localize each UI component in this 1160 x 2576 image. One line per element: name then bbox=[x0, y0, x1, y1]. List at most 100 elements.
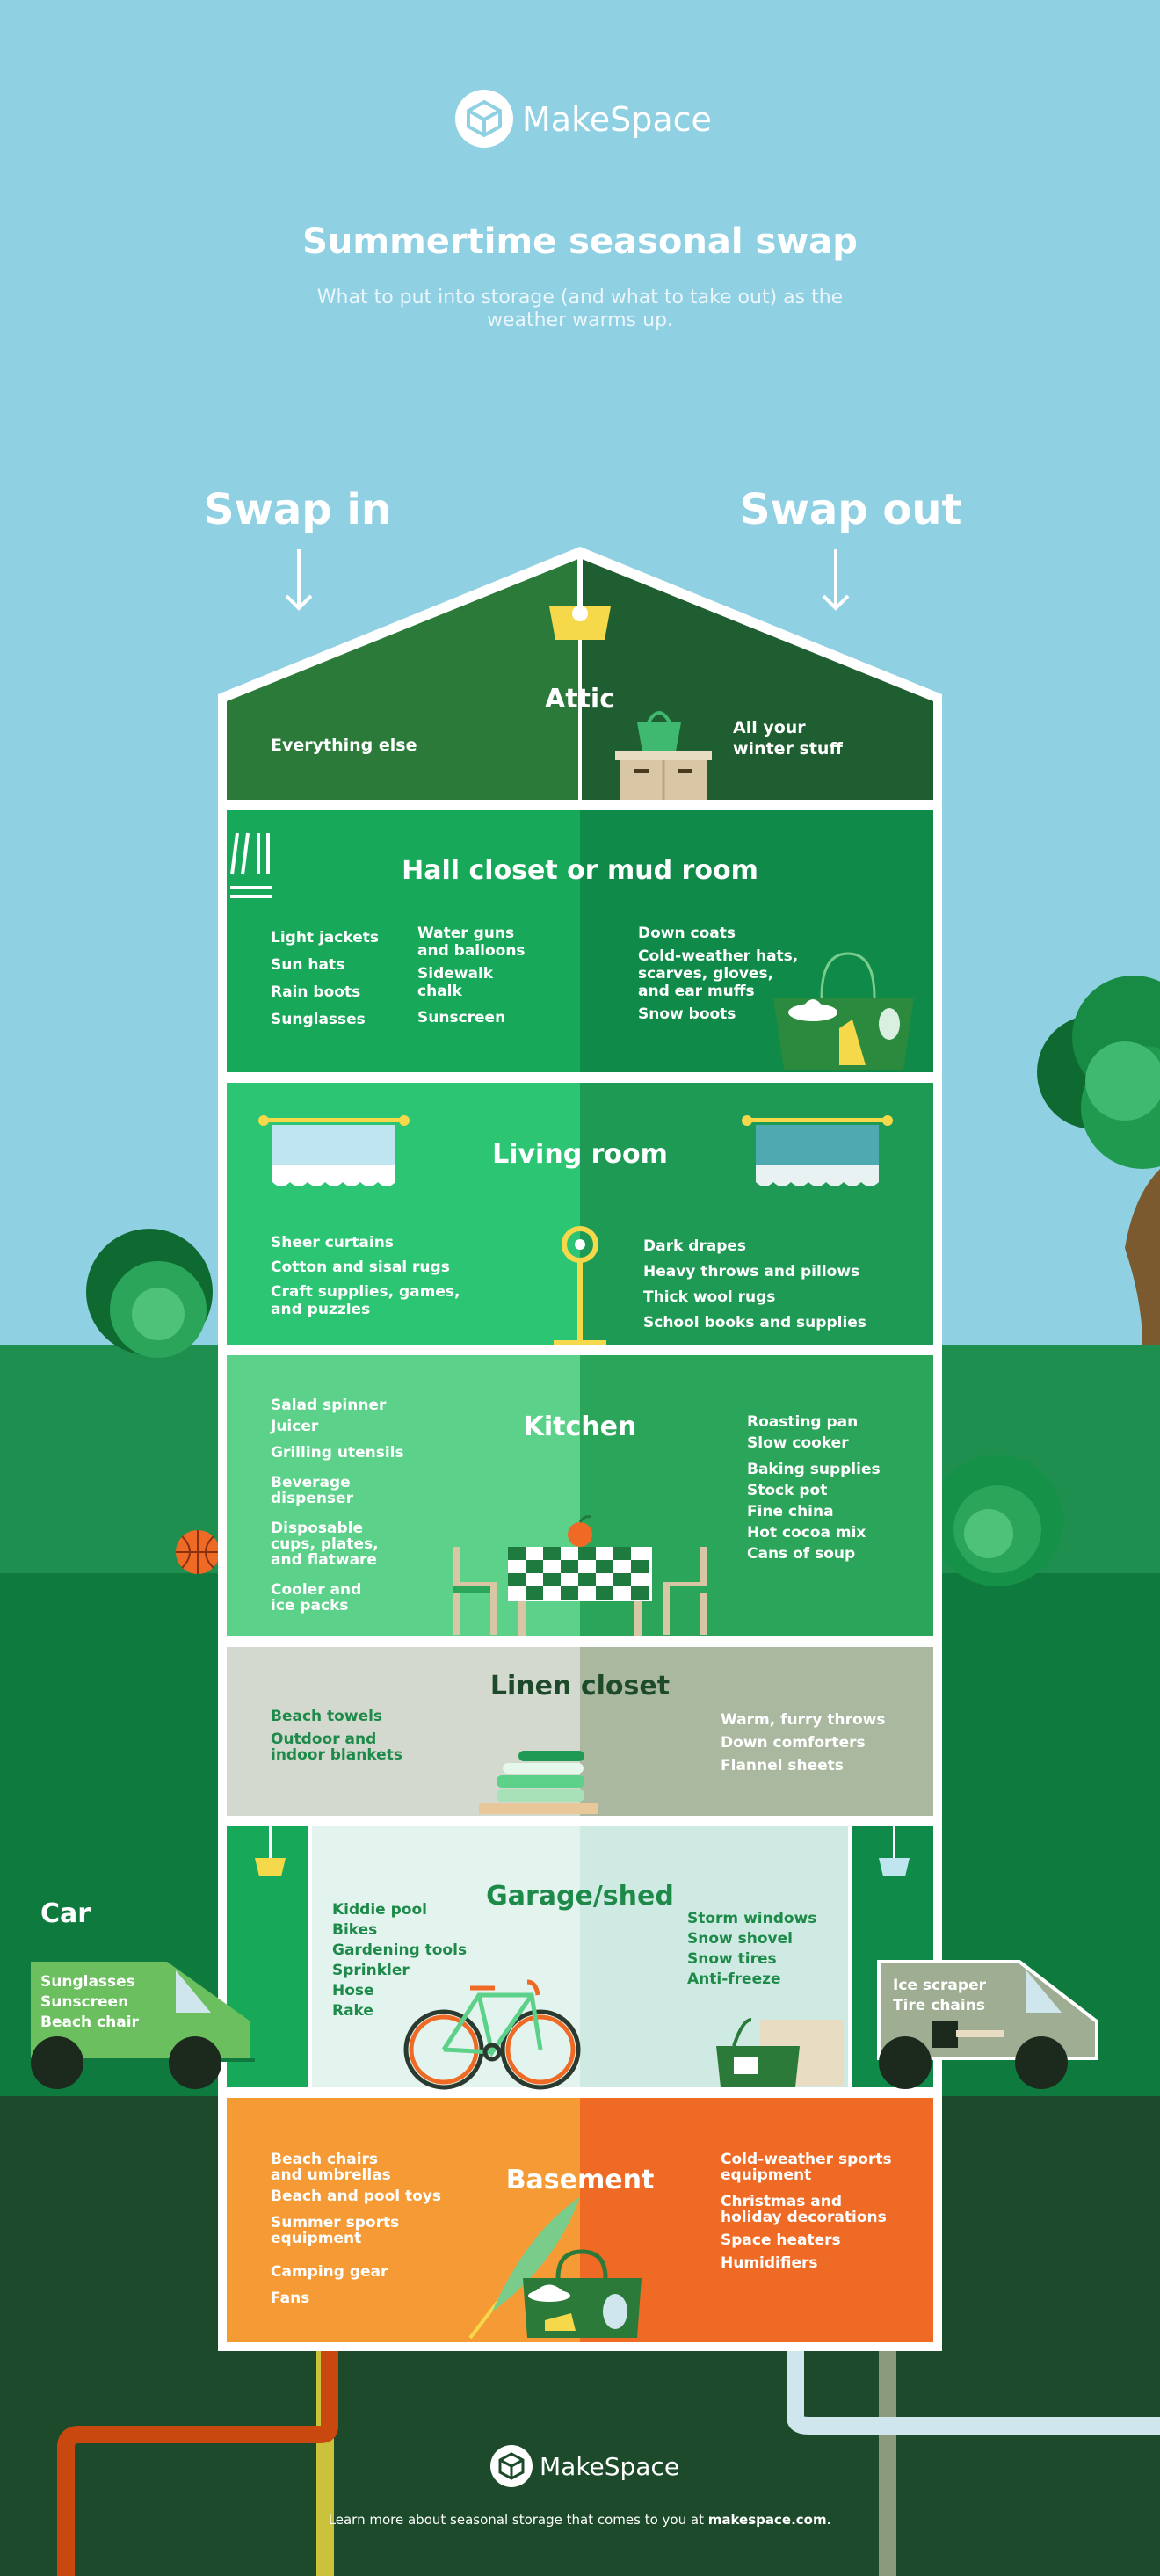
arrow-down-right-icon bbox=[822, 549, 850, 611]
list-item: Baking supplies bbox=[747, 1461, 881, 1478]
hall-swap-in-list-1: Light jackets Sun hats Rain boots Sungla… bbox=[271, 925, 379, 1034]
page-subtitle: What to put into storage (and what to ta… bbox=[316, 287, 844, 331]
list-item: Sunscreen bbox=[40, 1993, 129, 2011]
beach-bag-icon bbox=[468, 2197, 642, 2340]
list-item: Down comforters bbox=[721, 1734, 866, 1752]
room-title-garage: Garage/shed bbox=[486, 1881, 674, 1912]
dark-drape-icon bbox=[742, 1115, 893, 1186]
bicycle-icon bbox=[403, 1979, 581, 2090]
list-item: Salad spinner bbox=[271, 1397, 387, 1414]
list-item: Camping gear bbox=[271, 2263, 388, 2281]
list-item: and balloons bbox=[417, 942, 526, 960]
list-item: Space heaters bbox=[721, 2231, 841, 2249]
list-item: chalk bbox=[417, 983, 462, 1000]
floor-lamp-icon bbox=[554, 1226, 606, 1345]
folded-towels-icon bbox=[479, 1751, 598, 1814]
room-title-linen-closet: Linen closet bbox=[489, 1671, 671, 1702]
list-item: Sunscreen bbox=[417, 1009, 506, 1027]
list-item: Beverage bbox=[271, 1474, 351, 1491]
list-item: Rake bbox=[332, 2002, 373, 2020]
brand-header: MakeSpace bbox=[455, 90, 712, 151]
list-item: Snow shovel bbox=[687, 1930, 793, 1948]
car-heading: Car bbox=[40, 1898, 91, 1929]
list-item: Sprinkler bbox=[332, 1962, 410, 1979]
list-item: indoor blankets bbox=[271, 1746, 402, 1764]
pipes bbox=[57, 2347, 1160, 2576]
list-item: Humidifiers bbox=[721, 2254, 818, 2272]
list-item: Sun hats bbox=[271, 956, 345, 974]
hall-swap-out-list: Down coats Cold-weather hats, scarves, g… bbox=[638, 925, 798, 1023]
list-item: Juicer bbox=[271, 1418, 319, 1435]
list-item: Sheer curtains bbox=[271, 1234, 394, 1252]
list-item: Thick wool rugs bbox=[643, 1288, 776, 1306]
list-item: Ice scraper bbox=[893, 1977, 986, 1994]
list-item: Disposable bbox=[271, 1520, 364, 1537]
list-item: Anti-freeze bbox=[687, 1970, 781, 1988]
swap-out-heading: Swap out bbox=[740, 485, 962, 534]
list-item: Stock pot bbox=[747, 1482, 828, 1499]
bush-right-icon bbox=[932, 1455, 1063, 1586]
list-item: Outdoor and bbox=[271, 1731, 377, 1748]
dining-table-icon bbox=[453, 1515, 707, 1636]
list-item: Dark drapes bbox=[643, 1237, 747, 1255]
footer-link[interactable]: makespace.com. bbox=[707, 2512, 832, 2528]
summer-car-icon bbox=[0, 1962, 255, 2089]
storage-boxes-icon bbox=[615, 711, 712, 800]
hall-left bbox=[227, 810, 580, 1072]
living-swap-in-list: Sheer curtains Cotton and sisal rugs Cra… bbox=[271, 1234, 460, 1318]
list-item: Tire chains bbox=[893, 1997, 985, 2014]
list-item: Summer sports bbox=[271, 2214, 400, 2231]
garage-light-left-icon bbox=[255, 1826, 286, 1876]
list-item: Beach and pool toys bbox=[271, 2188, 441, 2205]
basketball-icon bbox=[176, 1530, 220, 1574]
basement-swap-out-list: Cold-weather sports equipment Christmas … bbox=[721, 2152, 892, 2271]
garage-swap-out-list: Storm windows Snow shovel Snow tires Ant… bbox=[687, 1909, 816, 1990]
list-item: Gardening tools bbox=[332, 1941, 468, 1959]
list-item: Snow boots bbox=[638, 1005, 736, 1023]
list-item: ice packs bbox=[271, 1597, 349, 1615]
cube-icon bbox=[455, 90, 513, 148]
list-item: Fans bbox=[271, 2289, 310, 2307]
list-item: dispenser bbox=[271, 1490, 353, 1507]
list-item: Kiddie pool bbox=[332, 1901, 427, 1919]
list-item: holiday decorations bbox=[721, 2209, 887, 2226]
list-item: Cooler and bbox=[271, 1581, 362, 1599]
list-item: Storm windows bbox=[687, 1910, 817, 1927]
basement-left bbox=[227, 2098, 580, 2342]
basement-swap-in-list: Beach chairs and umbrellas Beach and poo… bbox=[271, 2152, 441, 2306]
kitchen-swap-in-list: Salad spinner Juicer Grilling utensils B… bbox=[271, 1397, 404, 1614]
kitchen-swap-out-list: Roasting pan Slow cooker Baking supplies… bbox=[747, 1411, 881, 1564]
brand-footer: MakeSpace bbox=[490, 2445, 684, 2491]
list-item: Snow tires bbox=[687, 1950, 777, 1968]
list-item: School books and supplies bbox=[643, 1314, 866, 1332]
brand-name: MakeSpace bbox=[522, 100, 712, 139]
list-item: and flatware bbox=[271, 1551, 377, 1569]
list-item: Bikes bbox=[332, 1921, 378, 1939]
list-item: Rain boots bbox=[271, 983, 361, 1001]
list-item: Down coats bbox=[638, 925, 736, 942]
winter-bag-icon bbox=[773, 952, 914, 1070]
list-item: Sunglasses bbox=[40, 1973, 135, 1991]
list-item: Craft supplies, games, bbox=[271, 1283, 460, 1301]
list-item: Hot cocoa mix bbox=[747, 1524, 866, 1542]
bush-left-icon bbox=[86, 1229, 213, 1358]
brand-name-footer: MakeSpace bbox=[540, 2452, 680, 2481]
room-title-basement: Basement bbox=[505, 2165, 655, 2195]
list-item: Beach chairs bbox=[271, 2151, 379, 2168]
list-item: and ear muffs bbox=[638, 983, 755, 1000]
list-item: Sidewalk bbox=[417, 965, 494, 983]
list-item: Christmas and bbox=[721, 2193, 843, 2210]
arrow-down-left-icon bbox=[285, 549, 313, 611]
garage-light-right-icon bbox=[879, 1826, 910, 1876]
attic-swap-in-list: Everything else bbox=[271, 737, 417, 754]
list-item: Grilling utensils bbox=[271, 1444, 404, 1462]
list-item: cups, plates, bbox=[271, 1535, 379, 1553]
list-item: Everything else bbox=[271, 736, 417, 755]
list-item: equipment bbox=[271, 2230, 362, 2247]
room-title-attic: Attic bbox=[545, 684, 615, 715]
cube-icon bbox=[490, 2445, 533, 2487]
sheer-curtain-icon bbox=[258, 1115, 410, 1186]
list-item: and puzzles bbox=[271, 1301, 371, 1318]
room-title-living-room: Living room bbox=[492, 1139, 668, 1170]
